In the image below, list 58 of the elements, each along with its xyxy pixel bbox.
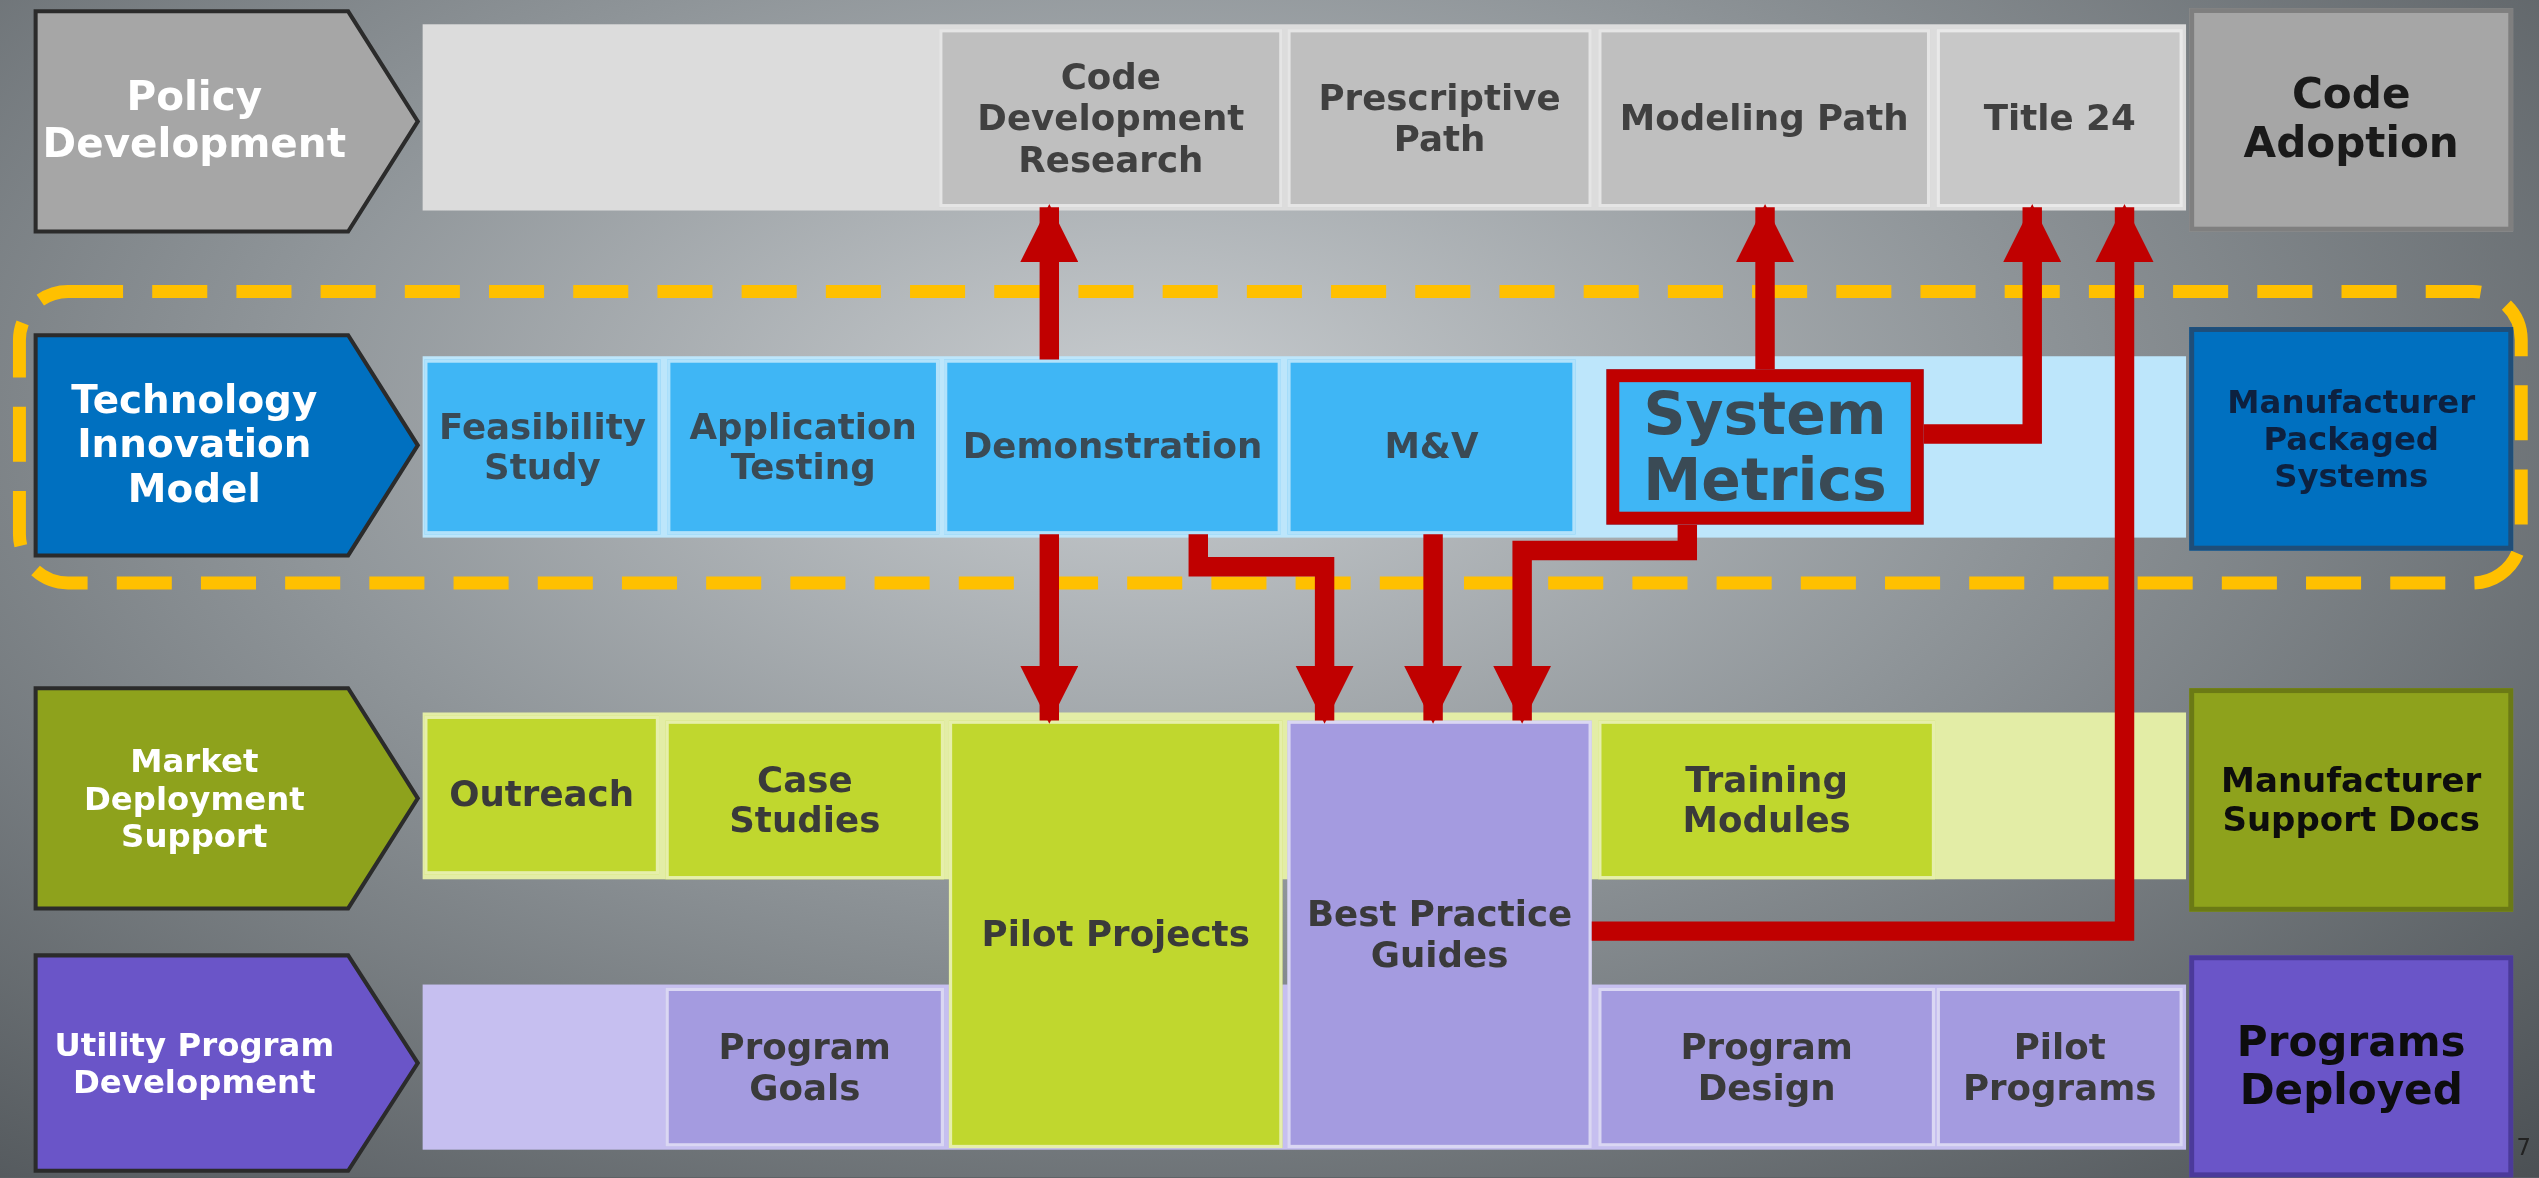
box-label: Application Testing <box>688 405 918 488</box>
box-label: Title 24 <box>1982 97 2137 139</box>
lane-header <box>32 331 421 559</box>
stage-box <box>939 29 1283 208</box>
arrow <box>1020 534 1079 724</box>
box-label: M&V <box>1383 426 1480 468</box>
box-label: Feasibility Study <box>438 405 647 488</box>
lane-title: Utility Program Development <box>53 1025 336 1101</box>
lane-title: Policy Development <box>41 74 347 168</box>
lane-header <box>32 684 421 912</box>
lane-header <box>32 952 421 1174</box>
box-label: Program Goals <box>717 1026 892 1109</box>
highlighted-box <box>1606 369 1924 525</box>
stage-box <box>1287 29 1592 208</box>
lane-title: Market Deployment Support <box>82 742 306 855</box>
stage-box <box>665 720 945 880</box>
arrow <box>1591 204 2154 941</box>
stage-box <box>944 359 1281 535</box>
outcome-box <box>2189 327 2514 551</box>
box-label: Code Development Research <box>976 56 1246 180</box>
outcome-box <box>2189 955 2514 1178</box>
box-label: Pilot Projects <box>980 913 1251 955</box>
stage-box <box>667 359 940 535</box>
box-label: Demonstration <box>961 426 1264 468</box>
box-label: Outreach <box>448 774 636 816</box>
stage-box <box>948 720 1283 1149</box>
stage-box <box>1598 987 1936 1147</box>
lane-header <box>32 8 421 235</box>
box-label: Prescriptive Path <box>1317 77 1562 160</box>
arrow <box>1020 204 1079 360</box>
stage-box <box>1598 29 1931 208</box>
stage-box <box>1598 720 1936 880</box>
box-label: Best Practice Guides <box>1305 893 1574 976</box>
stage-box <box>665 987 945 1147</box>
arrow <box>1923 204 2062 444</box>
stage-box <box>1936 29 2183 208</box>
outcome-box <box>2189 688 2514 912</box>
outcome-box <box>2189 8 2514 232</box>
stage-box <box>1287 359 1576 535</box>
arrow <box>1493 524 1698 724</box>
box-label: System Metrics <box>1642 379 1888 514</box>
box-label: Program Design <box>1679 1026 1854 1109</box>
lane-title: Technology Innovation Model <box>70 378 319 513</box>
box-label: Training Modules <box>1681 758 1852 841</box>
box-label: Manufacturer Packaged Systems <box>2226 382 2477 495</box>
arrow <box>1735 204 1795 370</box>
stage-box <box>424 715 660 875</box>
box-label: Manufacturer Support Docs <box>2220 760 2483 840</box>
stage-box <box>1936 987 2183 1147</box>
box-label: Case Studies <box>728 758 882 841</box>
box-label: Code Adoption <box>2242 71 2460 169</box>
stage-box <box>1287 720 1592 1149</box>
arrow <box>1403 534 1463 724</box>
box-label: Programs Deployed <box>2235 1017 2467 1115</box>
arrow <box>1188 534 1354 724</box>
box-label: Modeling Path <box>1618 97 1910 139</box>
stage-box <box>424 359 661 535</box>
box-label: Pilot Programs <box>1961 1026 2158 1109</box>
